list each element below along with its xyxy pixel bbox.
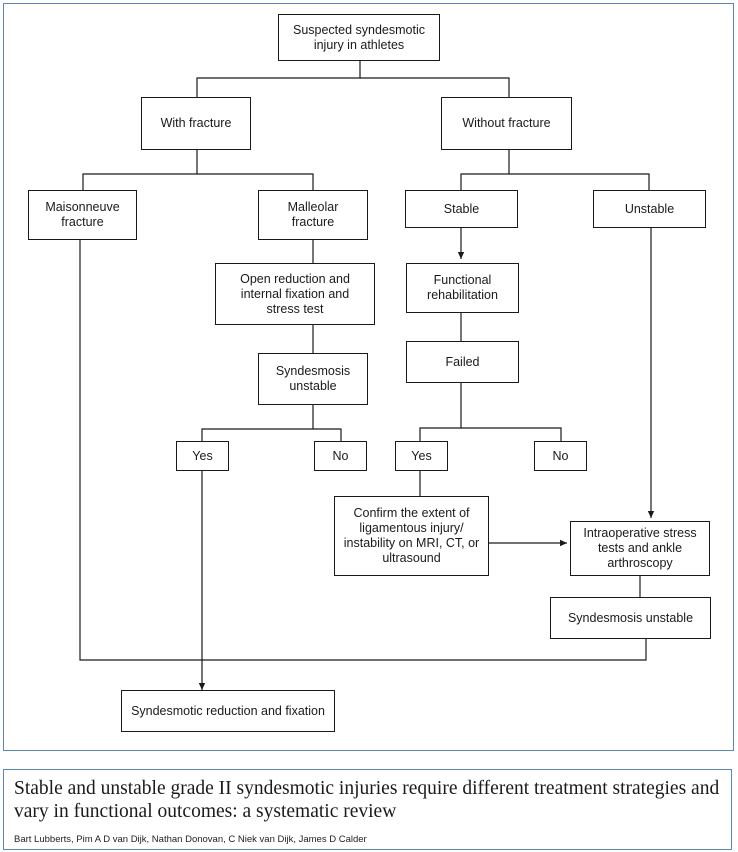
edge-failed-yes [419, 383, 462, 441]
node-unstable: Unstable [593, 190, 706, 228]
node-no-right: No [534, 441, 587, 471]
node-stable: Stable [405, 190, 518, 228]
node-without-fracture: Without fracture [441, 97, 572, 150]
node-no-left: No [314, 441, 367, 471]
edge-with-fracture-maisonneuve [82, 150, 198, 190]
flowchart-connectors [79, 61, 655, 690]
edge-failed-no [461, 427, 562, 441]
edge-root-with-fracture [196, 61, 361, 97]
node-syndesmosis-unstable-left: Syndesmosis unstable [258, 353, 368, 405]
node-failed: Failed [406, 341, 519, 383]
edge-maisonneuve-loop [79, 240, 647, 661]
node-syndesmosis-unstable-right: Syndesmosis unstable [550, 597, 711, 639]
edge-without-fracture-stable [460, 150, 510, 190]
node-suspected-injury: Suspected syndesmotic injury in athletes [278, 14, 440, 61]
edge-syndesmosis-yes [201, 405, 314, 441]
edge-with-fracture-malleolar [197, 173, 314, 190]
paper-citation-panel: Stable and unstable grade II syndesmotic… [3, 769, 732, 850]
node-functional-rehabilitation: Functional rehabilitation [406, 263, 519, 313]
edge-syndesmosis-no [313, 428, 342, 441]
node-confirm-extent: Confirm the extent of ligamentous injury… [334, 496, 489, 576]
edge-without-fracture-unstable [509, 173, 650, 190]
paper-title: Stable and unstable grade II syndesmotic… [14, 778, 720, 822]
node-with-fracture: With fracture [141, 97, 251, 150]
node-syndesmotic-reduction-fixation: Syndesmotic reduction and fixation [121, 690, 335, 732]
node-intraoperative-stress-tests: Intraoperative stress tests and ankle ar… [570, 521, 710, 576]
node-malleolar-fracture: Malleolar fracture [258, 190, 368, 240]
edge-root-without-fracture [360, 77, 510, 97]
node-orif-stress-test: Open reduction and internal fixation and… [215, 263, 375, 325]
node-maisonneuve-fracture: Maisonneuve fracture [28, 190, 137, 240]
node-yes-left: Yes [176, 441, 229, 471]
paper-authors: Bart Lubberts, Pim A D van Dijk, Nathan … [14, 834, 367, 845]
flowchart-panel: Suspected syndesmotic injury in athletes… [3, 3, 734, 751]
node-yes-right: Yes [395, 441, 448, 471]
